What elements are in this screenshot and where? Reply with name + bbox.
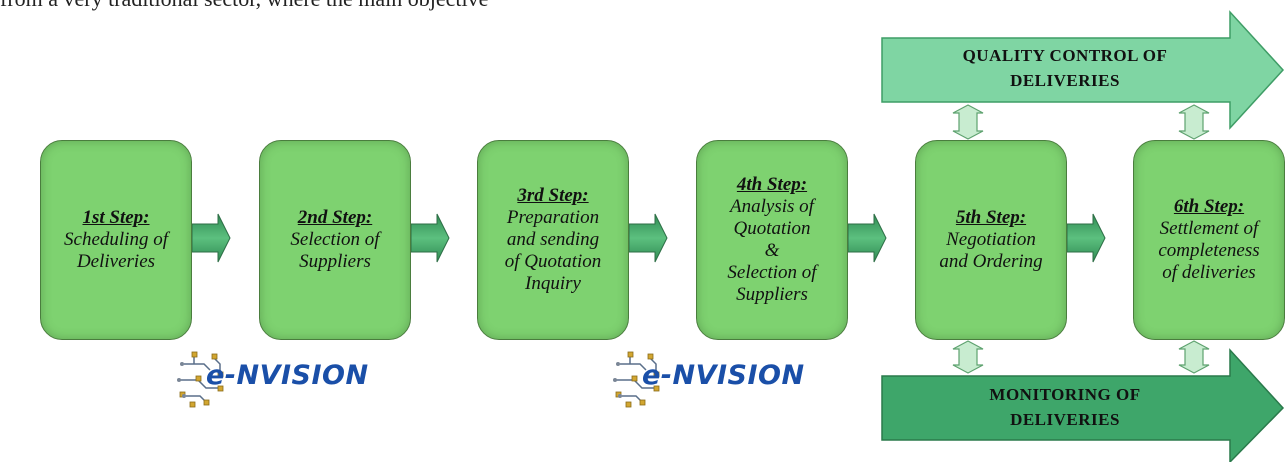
- banner-line: QUALITY CONTROL OF: [962, 46, 1168, 65]
- step-title: 3rd Step:: [517, 185, 589, 206]
- step-2: 2nd Step: Selection of Suppliers: [259, 140, 411, 340]
- double-arrow-bottom-6: [1178, 340, 1210, 374]
- step-4: 4th Step: Analysis of Quotation & Select…: [696, 140, 848, 340]
- monitoring-banner-label: MONITORING OF DELIVERIES: [900, 382, 1230, 432]
- step-title: 6th Step:: [1173, 196, 1245, 217]
- step-desc-line: Selection of: [290, 229, 380, 250]
- step-desc-line: Preparation: [506, 207, 600, 228]
- step-desc-line: Analysis of: [730, 196, 814, 217]
- step-desc-line: Deliveries: [76, 251, 156, 272]
- step-desc-line: of deliveries: [1162, 262, 1256, 283]
- step-desc-line: Suppliers: [299, 251, 371, 272]
- step-desc-line: Scheduling of: [64, 229, 168, 250]
- circuit-icon: [177, 351, 224, 408]
- step-title: 4th Step:: [736, 174, 808, 195]
- step-desc-line: and Ordering: [939, 251, 1043, 272]
- double-arrow-top-6: [1178, 104, 1210, 140]
- connector-arrow-5-6: [1066, 213, 1106, 263]
- step-desc-line: completeness: [1158, 240, 1260, 261]
- banner-line: DELIVERIES: [1010, 410, 1120, 429]
- step-title: 5th Step:: [955, 207, 1027, 228]
- quality-banner-label: QUALITY CONTROL OF DELIVERIES: [900, 43, 1230, 93]
- step-desc-line: Quotation: [733, 218, 811, 239]
- step-1: 1st Step: Scheduling of Deliveries: [40, 140, 192, 340]
- quality-banner-arrow: [881, 10, 1285, 130]
- banner-line: MONITORING OF: [989, 385, 1141, 404]
- connector-arrow-3-4: [628, 213, 668, 263]
- step-title: 1st Step:: [82, 207, 150, 228]
- monitoring-banner-arrow: [881, 348, 1285, 462]
- envision-logo: e-NVISION: [612, 350, 852, 410]
- header-text: from a very traditional sector, where th…: [0, 0, 488, 12]
- envision-logo: e-NVISION: [176, 350, 406, 410]
- double-arrow-bottom-5: [952, 340, 984, 374]
- circuit-icon: [613, 351, 660, 408]
- connector-arrow-4-5: [847, 213, 887, 263]
- step-3: 3rd Step: Preparation and sending of Quo…: [477, 140, 629, 340]
- envision-logo-text: e-NVISION: [206, 360, 369, 391]
- double-arrow-top-5: [952, 104, 984, 140]
- step-6: 6th Step: Settlement of completeness of …: [1133, 140, 1285, 340]
- connector-arrow-1-2: [191, 213, 231, 263]
- step-5: 5th Step: Negotiation and Ordering: [915, 140, 1067, 340]
- envision-logo-text: e-NVISION: [642, 360, 805, 391]
- banner-line: DELIVERIES: [1010, 71, 1120, 90]
- step-desc-line: Negotiation: [946, 229, 1036, 250]
- step-desc-line: Inquiry: [525, 273, 581, 294]
- connector-arrow-2-3: [410, 213, 450, 263]
- step-desc-line: Selection of: [727, 262, 817, 283]
- step-desc-line: Settlement of: [1159, 218, 1259, 239]
- step-title: 2nd Step:: [297, 207, 373, 228]
- step-desc-line: and sending: [506, 229, 600, 250]
- step-desc-line: Suppliers: [736, 284, 808, 305]
- step-desc-line: of Quotation: [504, 251, 602, 272]
- step-desc-line: &: [764, 240, 780, 261]
